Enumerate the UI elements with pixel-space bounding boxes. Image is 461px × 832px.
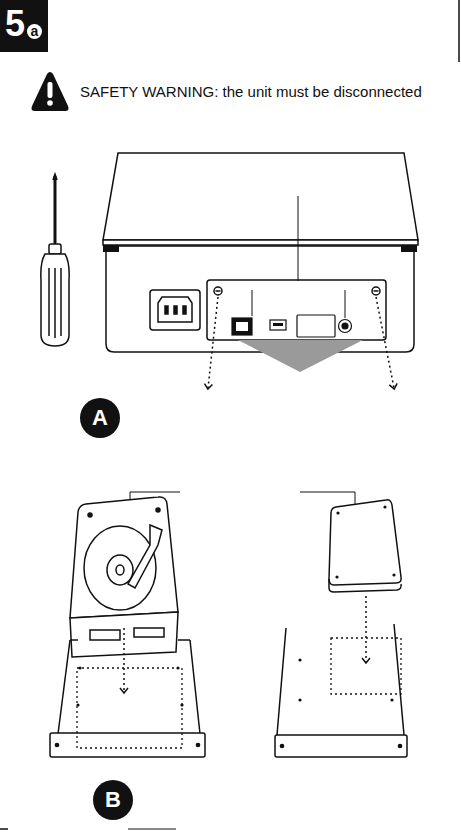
screwdriver bbox=[48, 268, 50, 336]
drive-tray bbox=[50, 628, 205, 757]
solid-state-drive bbox=[329, 500, 401, 592]
hard-disk bbox=[107, 555, 133, 585]
drive-tray bbox=[123, 628, 125, 692]
solid-state-drive bbox=[383, 505, 386, 508]
callout-letter: A bbox=[92, 406, 108, 430]
removal-arrows bbox=[376, 297, 394, 388]
drive-tray bbox=[280, 744, 283, 747]
device bbox=[103, 245, 119, 252]
screwdriver bbox=[53, 174, 57, 180]
callout-circle: B bbox=[93, 780, 133, 820]
callout-circle: A bbox=[80, 398, 120, 438]
hard-disk bbox=[116, 565, 124, 575]
power-inlet bbox=[150, 290, 200, 330]
drive-tray bbox=[398, 744, 401, 747]
drive-tray bbox=[390, 698, 393, 701]
safety-warning: SAFETY WARNING: the unit must be disconn… bbox=[80, 83, 422, 100]
step-badge: 5a bbox=[0, 0, 48, 52]
hard-disk bbox=[70, 497, 178, 657]
power-inlet bbox=[183, 306, 186, 314]
screwdriver bbox=[54, 176, 57, 250]
drive-tray bbox=[178, 639, 190, 641]
page-rule bbox=[0, 828, 8, 830]
hard-disk bbox=[70, 497, 178, 618]
drive-tray bbox=[196, 743, 199, 746]
screwdriver bbox=[60, 268, 62, 336]
removal-arrows bbox=[238, 340, 363, 372]
ports bbox=[342, 323, 348, 329]
device bbox=[106, 246, 414, 352]
hard-disk bbox=[156, 508, 160, 512]
warning-icon bbox=[31, 72, 68, 111]
solid-state-drive bbox=[335, 575, 338, 578]
solid-state-drive bbox=[336, 511, 339, 514]
device bbox=[103, 240, 418, 245]
cover-plate bbox=[252, 290, 253, 316]
ports bbox=[339, 320, 352, 333]
cover-plate bbox=[207, 280, 386, 340]
power-inlet bbox=[158, 297, 192, 322]
cover-plate bbox=[207, 196, 386, 340]
solid-state-drive bbox=[329, 579, 401, 592]
drive-tray bbox=[277, 628, 286, 735]
step-letter: a bbox=[27, 24, 42, 39]
hard-disk bbox=[134, 628, 164, 637]
ports bbox=[270, 320, 286, 330]
drive-tray bbox=[70, 639, 78, 641]
warning-icon bbox=[31, 72, 68, 111]
step-number: 5 bbox=[5, 4, 25, 44]
cover-plate bbox=[374, 290, 379, 292]
solid-state-drive bbox=[329, 500, 401, 585]
drive-tray bbox=[55, 743, 58, 746]
screwdriver bbox=[41, 254, 69, 346]
callout-letter: B bbox=[105, 788, 121, 812]
cover-plate bbox=[298, 196, 299, 281]
cover-plate bbox=[372, 287, 380, 295]
drive-tray bbox=[58, 640, 70, 734]
hard-disk bbox=[90, 630, 120, 640]
ports bbox=[232, 315, 352, 337]
ports bbox=[273, 323, 283, 326]
device bbox=[103, 153, 418, 352]
drive-tray bbox=[394, 624, 404, 735]
cover-plate bbox=[216, 290, 221, 292]
drive-tray bbox=[298, 658, 301, 661]
warning-icon bbox=[48, 82, 53, 98]
screwdriver bbox=[41, 174, 69, 346]
ports bbox=[297, 315, 335, 337]
warning-icon bbox=[47, 100, 53, 106]
power-inlet bbox=[165, 306, 168, 314]
power-inlet bbox=[174, 306, 177, 314]
removal-arrows bbox=[208, 297, 394, 388]
drive-tray bbox=[275, 735, 407, 757]
drive-tray bbox=[365, 596, 367, 662]
device bbox=[401, 245, 417, 252]
removal-arrows bbox=[208, 297, 218, 388]
power-inlet bbox=[150, 290, 200, 330]
ports bbox=[236, 322, 248, 331]
cover-plate bbox=[345, 290, 346, 318]
hard-disk bbox=[128, 525, 162, 588]
ports bbox=[232, 318, 252, 335]
screwdriver bbox=[54, 268, 56, 338]
screwdriver bbox=[49, 244, 61, 254]
drive-tray bbox=[275, 596, 407, 757]
drive-tray bbox=[77, 668, 182, 748]
drive-tray bbox=[298, 698, 301, 701]
hard-disk bbox=[88, 513, 92, 517]
cover-plate bbox=[214, 287, 222, 295]
device bbox=[103, 153, 418, 240]
solid-state-drive bbox=[392, 573, 395, 576]
page-rule bbox=[128, 829, 176, 830]
drive-tray bbox=[190, 640, 200, 734]
page-rule bbox=[458, 0, 460, 62]
